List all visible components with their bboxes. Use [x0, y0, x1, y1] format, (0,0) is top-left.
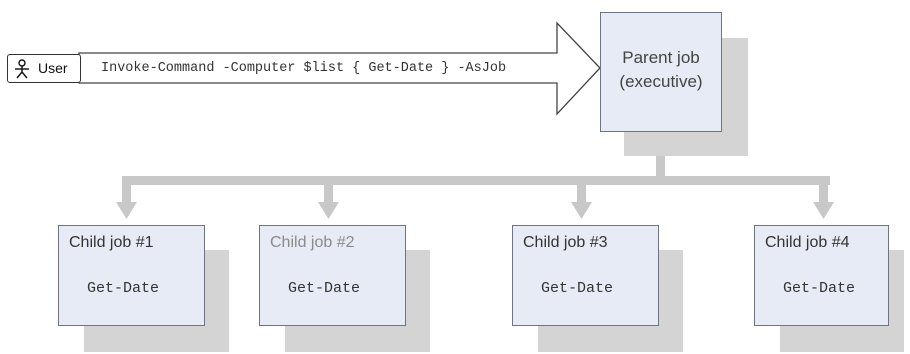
user-actor: User [7, 54, 81, 83]
parent-job-box: Parent job (executive) [600, 12, 722, 132]
child-job-title: Child job #1 [69, 234, 154, 251]
child-job-box: Child job #4 Get-Date [754, 225, 889, 326]
command-text: Invoke-Command -Computer $list { Get-Dat… [101, 61, 507, 76]
user-stick-figure-icon [13, 59, 31, 84]
child-job-box: Child job #2 Get-Date [259, 225, 406, 326]
parent-job-subtitle: (executive) [619, 72, 703, 91]
parent-job-title: Parent job [622, 48, 700, 67]
user-label: User [38, 60, 68, 76]
child-job-box: Child job #3 Get-Date [512, 225, 659, 326]
child-job-box: Child job #1 Get-Date [58, 225, 205, 326]
child-job-title: Child job #3 [523, 234, 608, 251]
child-job-title: Child job #4 [765, 234, 850, 251]
child-job-command: Get-Date [87, 280, 160, 297]
child-job-title: Child job #2 [270, 234, 355, 251]
child-job-command: Get-Date [288, 280, 361, 297]
child-job-command: Get-Date [783, 280, 856, 297]
child-job-command: Get-Date [541, 280, 614, 297]
